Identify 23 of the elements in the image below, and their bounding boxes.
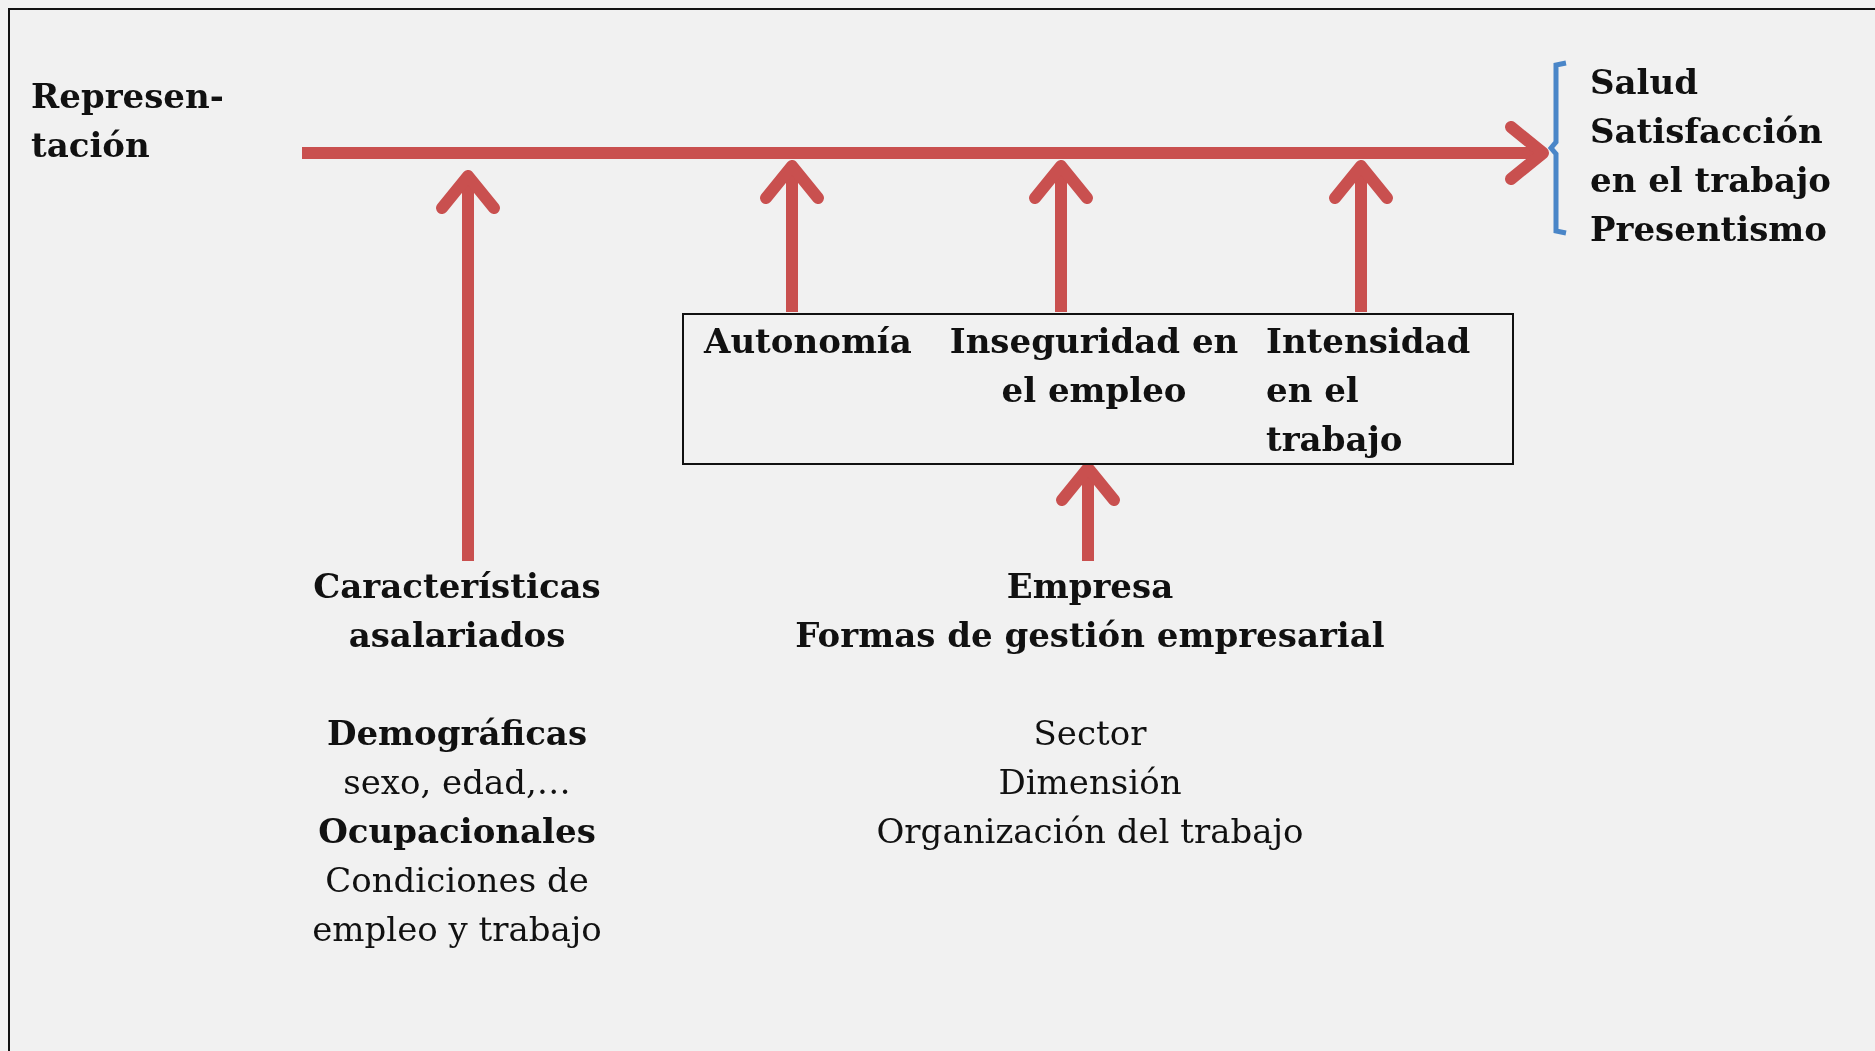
- description-text: sexo, edad,…: [342, 761, 572, 804]
- outcome-text: Presentismo: [1590, 208, 1829, 251]
- factor-text: Intensidad en el trabajo: [1266, 320, 1472, 461]
- factor-text: Empresa: [1005, 565, 1175, 608]
- description-text: Organización del trabajo: [875, 810, 1305, 853]
- arrow: [1029, 160, 1093, 312]
- description-text: Condiciones de empleo y trabajo: [311, 859, 603, 951]
- description-text: Sector: [1032, 712, 1148, 755]
- category-heading: Ocupacionales: [317, 810, 597, 853]
- outcome-text: Salud: [1590, 61, 1699, 104]
- arrow: [760, 160, 824, 312]
- outcome-text: Satisfacción en el trabajo: [1590, 110, 1832, 202]
- factor-box: [682, 313, 1514, 465]
- factor-text: Autonomía: [704, 320, 913, 363]
- description-text: Dimensión: [997, 761, 1183, 804]
- category-heading: Formas de gestión empresarial: [794, 614, 1386, 657]
- axis-label: Represen- tación: [31, 75, 221, 167]
- arrow: [302, 121, 1549, 185]
- category-heading: Demográficas: [325, 712, 589, 755]
- arrow: [436, 170, 500, 561]
- factor-text: Características asalariados: [312, 565, 602, 657]
- factor-text: Inseguridad en el empleo: [949, 320, 1239, 412]
- arrow: [1329, 160, 1393, 312]
